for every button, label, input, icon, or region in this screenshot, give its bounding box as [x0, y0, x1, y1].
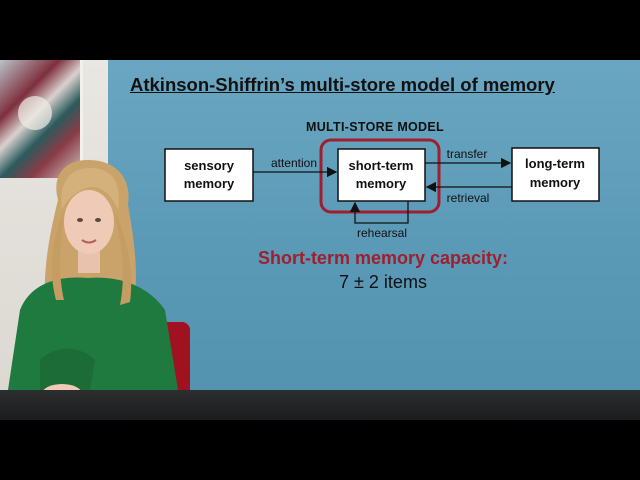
- long-term-memory-line1: long-term: [525, 156, 585, 171]
- sensory-memory-box: sensory memory: [164, 148, 254, 202]
- diagram-title: MULTI-STORE MODEL: [306, 120, 444, 134]
- capacity-heading: Short-term memory capacity:: [257, 248, 509, 268]
- long-term-memory-line2: memory: [530, 175, 581, 190]
- short-term-memory-box: short-term memory: [337, 148, 426, 202]
- short-term-memory-line2: memory: [356, 176, 407, 191]
- rehearsal-label: rehearsal: [357, 226, 407, 240]
- short-term-memory-line1: short-term: [348, 158, 413, 173]
- video-frame: Atkinson-Shiffrin’s multi-store model of…: [0, 60, 640, 420]
- attention-label: attention: [271, 156, 317, 170]
- sensory-memory-line1: sensory: [184, 158, 235, 173]
- wall-painting: [0, 60, 83, 178]
- presenter: [8, 160, 178, 404]
- slide-title: Atkinson-Shiffrin’s multi-store model of…: [130, 74, 555, 95]
- rehearsal-loop: [349, 201, 409, 224]
- transfer-label: transfer: [447, 147, 488, 161]
- projected-slide: Atkinson-Shiffrin’s multi-store model of…: [108, 60, 640, 390]
- capacity-value: 7 ± 2 items: [339, 272, 427, 292]
- multi-store-diagram: sensory memory short-term memory long-te…: [164, 138, 600, 240]
- retrieval-label: retrieval: [447, 191, 490, 205]
- desk: [0, 390, 640, 420]
- long-term-memory-box: long-term memory: [511, 147, 600, 202]
- short-term-highlight: [319, 138, 441, 214]
- sensory-memory-line2: memory: [184, 176, 235, 191]
